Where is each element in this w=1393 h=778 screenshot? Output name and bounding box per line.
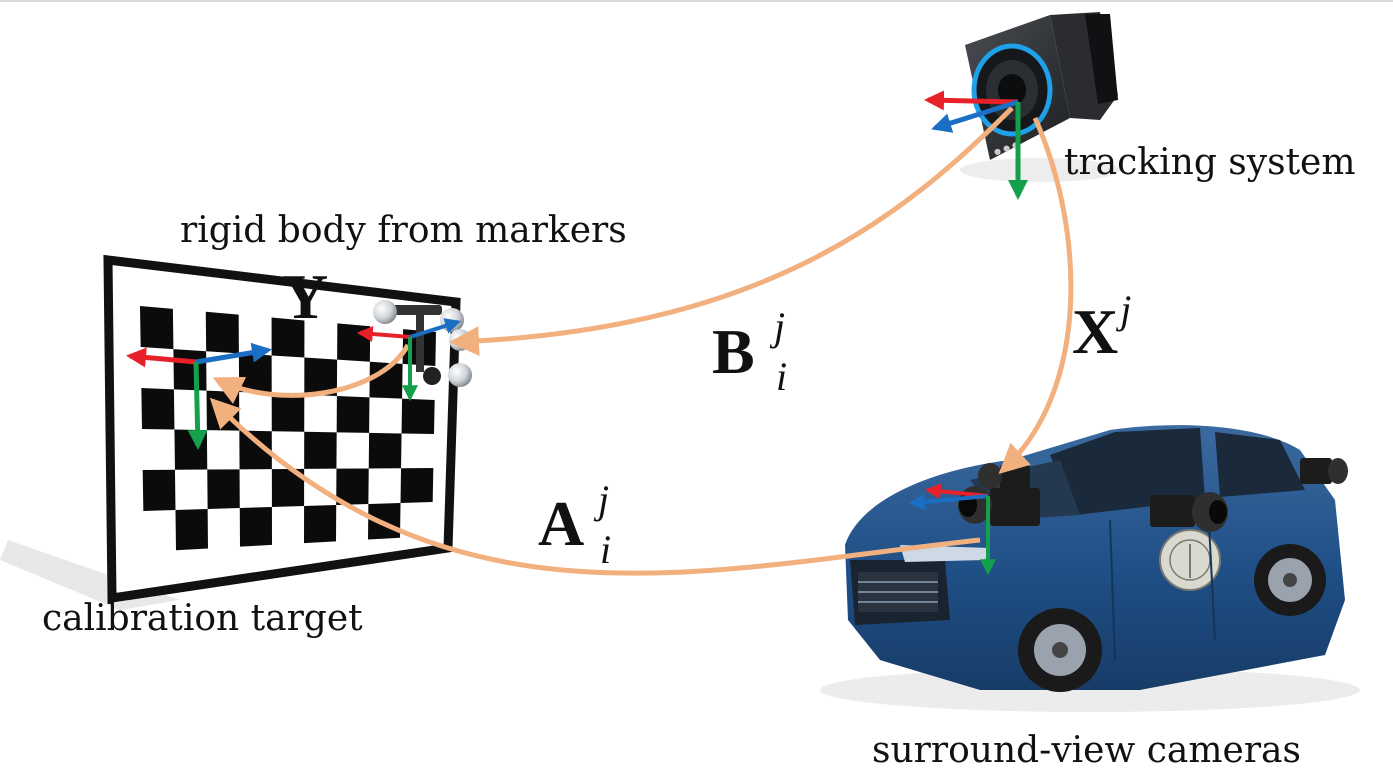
checker-square <box>207 469 240 509</box>
marker-sphere-icon <box>373 300 397 324</box>
checker-square <box>142 469 176 511</box>
label-calibration-target: calibration target <box>42 598 363 639</box>
checker-square <box>173 349 207 391</box>
checker-square <box>239 507 272 547</box>
checker-square <box>401 398 435 434</box>
camera-lens-icon <box>1300 458 1348 484</box>
frame-camera <box>908 483 996 576</box>
checker-square <box>239 430 272 470</box>
arc-A <box>209 397 981 576</box>
math-B-sub: i <box>776 354 787 399</box>
checker-square <box>336 468 369 505</box>
frame-rigid-body <box>356 318 462 402</box>
checker-square <box>368 432 402 469</box>
math-Y: Y <box>282 261 328 332</box>
checker-square <box>175 509 208 551</box>
arc-Y <box>212 343 411 404</box>
math-B-sup: j <box>769 304 785 349</box>
math-A-base: A <box>538 488 584 559</box>
math-X: Xj <box>1072 287 1131 367</box>
math-A-sub: i <box>600 527 611 572</box>
checker-square <box>140 306 174 350</box>
checker-square <box>271 393 305 432</box>
checker-square <box>174 429 208 470</box>
checker-square <box>205 311 239 354</box>
checker-square <box>304 357 338 396</box>
checker-square <box>337 323 371 362</box>
checker-square <box>336 396 370 433</box>
checker-square <box>400 468 434 503</box>
math-B-base: B <box>712 316 755 387</box>
checker-square <box>304 431 337 469</box>
car-icon <box>820 425 1360 712</box>
label-rigid-body: rigid body from markers <box>180 210 627 251</box>
camera-lens-icon <box>1150 492 1228 532</box>
checker-square <box>141 388 175 430</box>
frame-calibration-target <box>126 342 272 450</box>
label-tracking-system: tracking system <box>1064 142 1356 183</box>
checker-square <box>271 317 305 358</box>
camera-lens-icon <box>958 486 1040 526</box>
label-surround-view: surround-view cameras <box>872 730 1301 771</box>
checker-square <box>238 353 272 394</box>
checker-square <box>369 361 403 399</box>
tracking-camera-icon: ● ● ● <box>960 12 1120 182</box>
arc-B <box>449 106 1014 357</box>
arc-X <box>998 116 1074 475</box>
math-A-sup: j <box>593 477 609 522</box>
math-X-sup: j <box>1115 287 1131 332</box>
checker-square <box>271 468 305 507</box>
marker-sphere-icon <box>448 363 472 387</box>
marker-post <box>416 312 424 372</box>
math-X-base: X <box>1072 296 1118 367</box>
marker-base <box>423 367 441 385</box>
frame-tracking-system <box>924 90 1028 200</box>
checker-square <box>304 505 337 544</box>
